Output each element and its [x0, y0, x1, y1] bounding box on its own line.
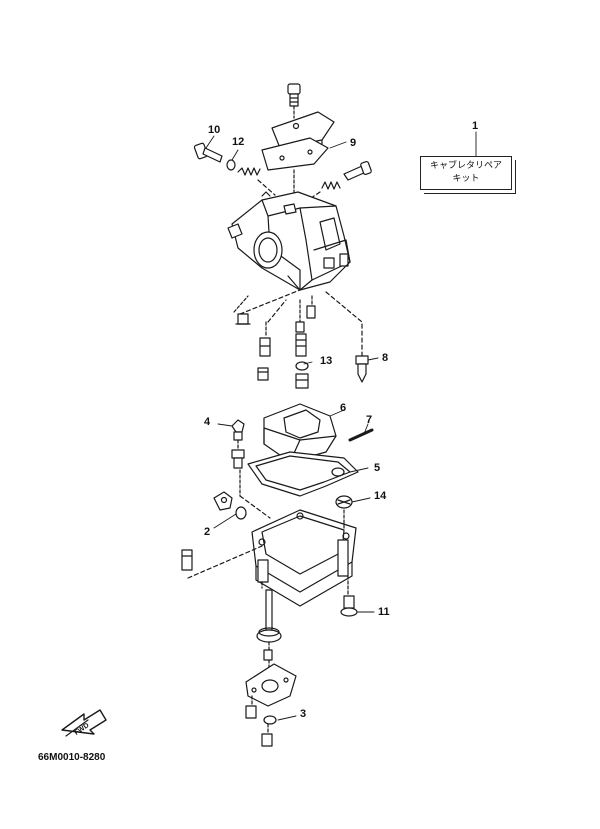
- part-3-washer: [263, 715, 277, 725]
- callout-10: 10: [208, 124, 221, 136]
- part-bottom-screw-left: [245, 705, 257, 719]
- callout-4: 4: [204, 416, 211, 428]
- part-needle-seat: [231, 449, 245, 469]
- leader-lines: [205, 131, 477, 721]
- part-bottom-plate: [245, 663, 297, 707]
- part-8-needle-valve: [355, 355, 369, 383]
- part-drain-valve: [213, 491, 233, 511]
- callout-5: 5: [374, 462, 381, 474]
- callout-2: 2: [204, 526, 211, 538]
- part-main-jet-small: [306, 305, 316, 319]
- part-small-spring: [263, 649, 273, 661]
- part-12-o-ring: [226, 159, 236, 171]
- part-spring-right: [321, 181, 341, 190]
- part-13-o-ring: [295, 361, 309, 371]
- part-carburetor-body: [227, 191, 351, 291]
- part-14-filter: [335, 495, 353, 509]
- part-drain-screw: [235, 313, 251, 325]
- callout-8: 8: [382, 352, 389, 364]
- part-4-needle-valve: [231, 419, 245, 441]
- part-7-float-pin: [348, 428, 374, 442]
- part-11-bolt: [340, 595, 358, 617]
- drawing-code: 66M0010-8280: [38, 752, 106, 763]
- repair-kit-label-box: キャブレタリペア キット: [420, 156, 516, 194]
- callout-3: 3: [300, 708, 307, 720]
- kit-box-line-1: キャブレタリペア: [429, 161, 502, 171]
- part-float-chamber: [251, 509, 357, 607]
- part-top-screw: [287, 83, 301, 107]
- part-9-gasket: [261, 137, 329, 171]
- fwd-arrow-icon: [61, 709, 107, 737]
- callout-6: 6: [340, 402, 347, 414]
- part-main-nozzle: [295, 321, 307, 357]
- callout-9: 9: [350, 137, 357, 149]
- part-throttle-screw: [343, 160, 372, 181]
- part-plug-small: [257, 367, 269, 381]
- part-drain-rod: [256, 589, 282, 643]
- part-10-pilot-screw: [193, 142, 223, 163]
- part-bottom-screw-right: [261, 733, 273, 747]
- callout-11: 11: [378, 606, 390, 618]
- part-pilot-jet: [259, 337, 271, 357]
- part-spring-left: [237, 167, 261, 176]
- part-2-washer: [235, 506, 247, 520]
- part-5-float-chamber-gasket: [247, 451, 359, 497]
- kit-box-line-2: キット: [452, 174, 480, 184]
- part-air-plug: [181, 549, 193, 571]
- callout-14: 14: [374, 490, 387, 502]
- callout-7: 7: [366, 414, 373, 426]
- callout-13: 13: [320, 355, 333, 367]
- callout-12: 12: [232, 136, 245, 148]
- callout-1: 1: [472, 120, 479, 132]
- part-plug-under-13: [295, 373, 309, 389]
